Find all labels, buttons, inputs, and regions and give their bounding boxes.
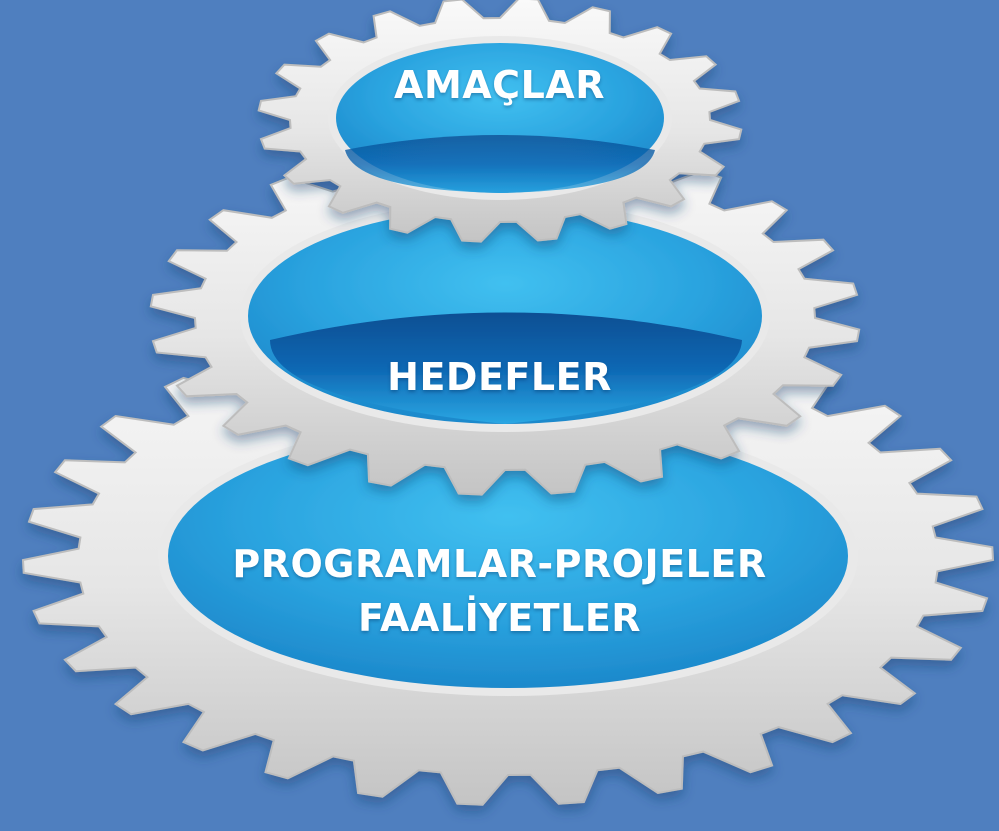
middle-gear — [149, 140, 861, 496]
top-gear — [257, 0, 743, 243]
top-pool-depth — [345, 135, 655, 193]
bottom-gear — [21, 314, 995, 806]
level-label-bottom-line1: PROGRAMLAR-PROJELER — [232, 542, 767, 586]
bottom-pool — [168, 424, 848, 688]
middle-pool-depth — [270, 312, 742, 424]
level-label-top: AMAÇLAR — [394, 63, 605, 107]
level-label-middle: HEDEFLER — [387, 355, 612, 399]
level-label-bottom-line2: FAALİYETLER — [357, 596, 642, 640]
